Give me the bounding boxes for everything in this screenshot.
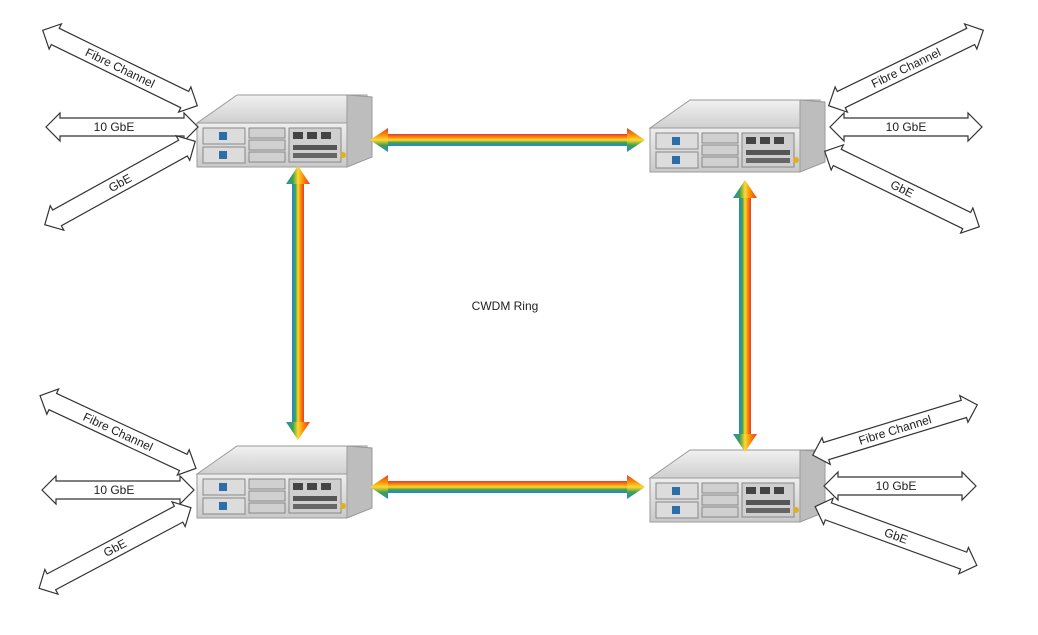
ten-gbe-arrow-top-left: 10 GbE — [45, 111, 199, 143]
gbe-arrow-bottom-right: GbE — [814, 497, 978, 575]
node-top-right — [648, 99, 826, 173]
fibre-channel-label: Fibre Channel — [869, 45, 943, 91]
node-bottom-right — [648, 449, 826, 523]
ten-gbe-label: 10 GbE — [876, 479, 917, 493]
ring-link-top — [370, 128, 645, 152]
gbe-arrow-bottom-left: GbE — [38, 500, 192, 596]
fibre-channel-arrow-top-left: Fibre Channel — [41, 22, 199, 114]
center-label: CWDM Ring — [472, 299, 539, 313]
fibre-channel-arrow-bottom-right: Fibre Channel — [811, 394, 979, 466]
ring-link-bottom — [370, 475, 645, 499]
ten-gbe-arrow-bottom-left: 10 GbE — [41, 474, 195, 506]
fibre-channel-arrow-top-right: Fibre Channel — [827, 22, 985, 114]
fibre-channel-label: Fibre Channel — [83, 45, 157, 91]
gbe-arrow-top-left: GbE — [44, 134, 196, 232]
node-bottom-left — [195, 445, 373, 519]
ten-gbe-arrow-bottom-right: 10 GbE — [823, 470, 977, 502]
ten-gbe-arrow-top-right: 10 GbE — [829, 111, 983, 143]
ten-gbe-label: 10 GbE — [94, 120, 135, 134]
ten-gbe-label: 10 GbE — [886, 120, 927, 134]
ring-link-left — [286, 166, 310, 440]
fibre-channel-label: Fibre Channel — [81, 410, 155, 455]
fibre-channel-arrow-bottom-left: Fibre Channel — [39, 387, 197, 477]
gbe-arrow-top-right: GbE — [823, 143, 981, 235]
ring-link-right — [733, 180, 757, 452]
node-top-left — [195, 94, 373, 168]
ten-gbe-label: 10 GbE — [94, 483, 135, 497]
